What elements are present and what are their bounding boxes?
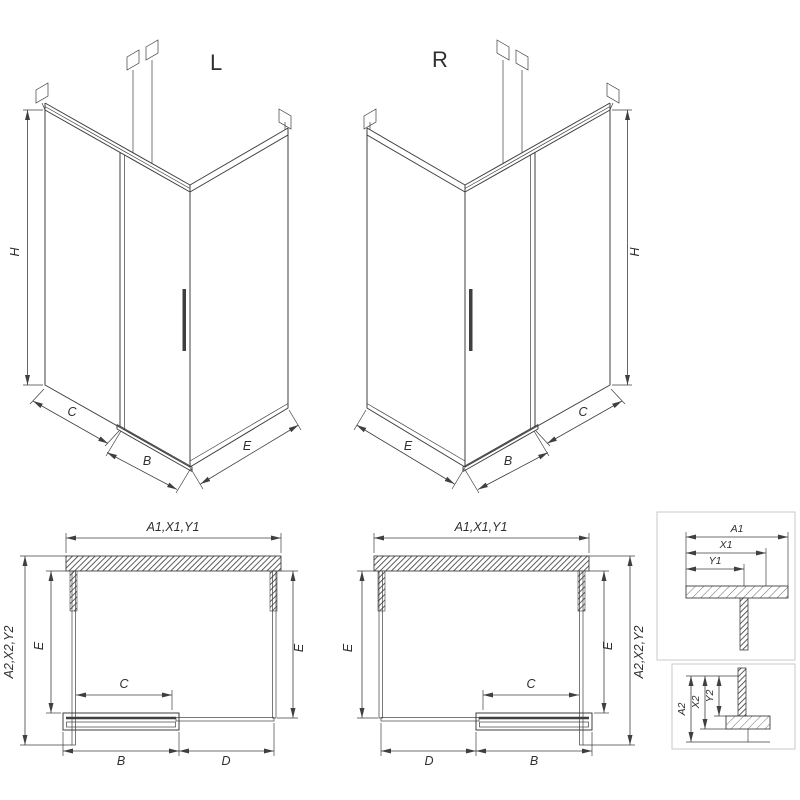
dim-label-x2: X2 <box>690 695 702 709</box>
wall-bracket-icon <box>145 39 159 61</box>
glass-section <box>739 597 749 651</box>
plan-view-l: A1,X1,Y1 A2,X2,Y2 E E C <box>2 520 306 768</box>
dim-label-b: B <box>504 454 512 468</box>
iso-r-dim-b: B <box>463 430 550 494</box>
dim-label-h: H <box>628 247 642 257</box>
glass-section <box>737 667 747 717</box>
iso-l-dim-c: C <box>29 388 120 447</box>
wall-bracket <box>577 570 586 612</box>
wall-bracket-icon <box>606 82 620 104</box>
dim-label-y1: Y1 <box>709 555 722 567</box>
dim-label-e: E <box>601 641 615 650</box>
dim-label-c: C <box>526 677 536 691</box>
dim-label-b: B <box>530 754 538 768</box>
plan-l-dim-b: B <box>62 732 180 768</box>
dim-label-e: E <box>292 643 306 652</box>
plan-l-dim-width: A1,X1,Y1 <box>65 520 282 553</box>
wall-bracket-icon <box>35 82 49 104</box>
plan-r-dim-width: A1,X1,Y1 <box>373 520 590 553</box>
door-handle-l <box>182 289 186 351</box>
wall-bracket-icon <box>126 49 140 71</box>
door-handle-r <box>469 289 473 351</box>
dim-label-a2x2y2: A2,X2,Y2 <box>2 626 16 680</box>
plan-l-structure <box>62 555 282 746</box>
wall-bracket-icon <box>496 39 510 61</box>
side-glass-right <box>579 570 584 746</box>
iso-r-dim-h: H <box>612 109 642 386</box>
dim-label-a1x1y1: A1,X1,Y1 <box>454 520 508 534</box>
plan-l-dim-e-left: E <box>32 570 66 714</box>
dim-label-e: E <box>341 643 355 652</box>
plan-r-dim-c: C <box>482 677 579 710</box>
side-glass-left <box>71 570 76 746</box>
dim-label-b: B <box>143 454 151 468</box>
dim-label-e: E <box>404 439 413 453</box>
plan-r-dim-b: B <box>475 732 593 768</box>
detail-a1: A1 X1 Y1 <box>656 511 796 661</box>
sliding-door <box>475 712 593 731</box>
iso-view-l: L <box>8 39 302 494</box>
dim-label-d: D <box>424 754 433 768</box>
plan-r-dim-e-right: E <box>589 570 615 714</box>
plan-r-dim-e-left: E <box>341 570 378 719</box>
detail-a2: A2 X2 Y2 <box>671 663 796 750</box>
dim-label-a1: A1 <box>730 523 744 535</box>
view-label-l: L <box>210 50 222 75</box>
wall-profile-section <box>685 585 789 599</box>
dim-label-y2: Y2 <box>704 689 716 702</box>
dim-label-e: E <box>243 439 252 453</box>
wall-bracket-icon <box>278 108 292 130</box>
plan-r-dim-depth: A2,X2,Y2 <box>583 555 646 746</box>
iso-l-dim-h: H <box>8 109 43 386</box>
dim-label-a2x2y2: A2,X2,Y2 <box>632 626 646 680</box>
view-label-r: R <box>432 47 448 72</box>
wall-profile-bar <box>373 555 590 572</box>
plan-l-dim-depth: A2,X2,Y2 <box>2 555 72 746</box>
plan-l-dim-e-right: E <box>277 570 306 719</box>
wall-bracket-icon <box>363 108 377 130</box>
iso-r-dim-e: E <box>353 409 465 490</box>
plan-view-r: A1,X1,Y1 A2,X2,Y2 E E C D <box>341 520 646 768</box>
plan-l-dim-c: C <box>76 677 173 710</box>
dim-label-x1: X1 <box>719 539 733 551</box>
iso-l-dim-b: B <box>105 430 192 494</box>
front-fixed-glass <box>175 717 275 722</box>
dim-label-a2: A2 <box>676 702 688 716</box>
front-fixed-glass <box>380 717 480 722</box>
wall-profile-bar <box>65 555 282 572</box>
iso-view-r: R <box>353 39 642 494</box>
plan-l-dim-d: D <box>179 723 275 768</box>
iso-l-structure <box>35 39 292 472</box>
dim-label-h: H <box>8 247 22 257</box>
bottom-rail-section <box>725 715 771 730</box>
dim-label-c: C <box>119 677 129 691</box>
iso-l-dim-e: E <box>190 409 302 490</box>
wall-bracket <box>69 570 78 612</box>
wall-bracket-icon <box>515 49 529 71</box>
dim-label-a1x1y1: A1,X1,Y1 <box>146 520 200 534</box>
dim-label-d: D <box>221 754 230 768</box>
sliding-door <box>62 712 180 731</box>
iso-r-dim-c: C <box>535 388 626 447</box>
dim-label-c: C <box>67 405 77 419</box>
plan-r-structure <box>373 555 593 746</box>
dim-label-e: E <box>32 641 46 650</box>
dim-label-c: C <box>578 405 588 419</box>
dim-label-b: B <box>117 754 125 768</box>
plan-r-dim-d: D <box>380 723 476 768</box>
